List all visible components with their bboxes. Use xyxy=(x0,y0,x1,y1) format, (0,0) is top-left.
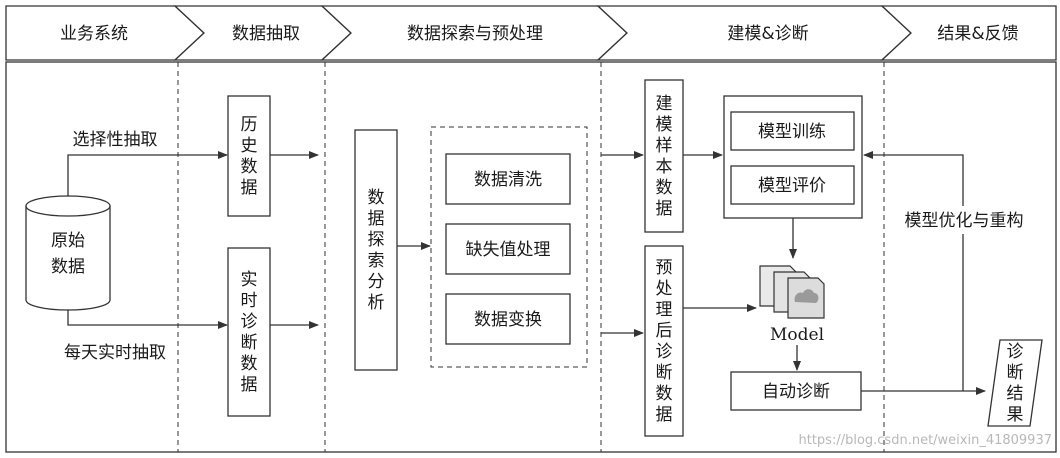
train-box xyxy=(730,111,855,151)
daily-extract-label: 每天实时抽取 xyxy=(64,343,166,363)
diagram-frame xyxy=(5,61,1057,453)
raw-data-label: 原始 xyxy=(51,231,85,251)
preprocessed-data-label: 预处理后诊断数据 xyxy=(656,258,673,425)
stage-label: 数据探索与预处理 xyxy=(407,24,543,44)
select-extract-arrow xyxy=(67,151,228,196)
model-sample-label: 建模样本数据 xyxy=(656,94,673,219)
step-box xyxy=(445,223,571,275)
feedback-label: 模型优化与重构 xyxy=(905,211,1024,231)
feedback-label-bg xyxy=(889,206,1041,234)
daily-extract-arrow xyxy=(67,310,228,329)
stage-label: 数据抽取 xyxy=(232,24,300,44)
step-label: 缺失值处理 xyxy=(466,240,551,260)
model-icon xyxy=(759,265,825,319)
step-label: 数据变换 xyxy=(474,310,542,330)
stage-header: 业务系统 数据抽取 数据探索与预处理 建模&诊断 结果&反馈 xyxy=(5,5,1057,61)
diagnosis-result-label: 诊断结果 xyxy=(1007,342,1024,425)
evaluate-box xyxy=(730,165,855,205)
step-box xyxy=(445,293,571,345)
feedback-loop-arrow xyxy=(863,151,964,391)
train-label: 模型训练 xyxy=(758,122,826,142)
realtime-data-label: 实时诊断数据 xyxy=(241,270,258,395)
model-label: Model xyxy=(770,325,824,345)
realtime-data-box xyxy=(227,247,271,417)
stage-label: 建模&诊断 xyxy=(727,24,808,44)
select-extract-label: 选择性抽取 xyxy=(73,130,158,150)
auto-diagnosis-label: 自动诊断 xyxy=(762,382,830,402)
exploration-analysis-box xyxy=(354,129,398,371)
step-label: 数据清洗 xyxy=(474,170,542,190)
step-box xyxy=(445,153,571,205)
stage-banner-5 xyxy=(880,5,1057,61)
evaluate-label: 模型评价 xyxy=(758,176,826,196)
preprocessed-data-box xyxy=(644,245,684,437)
raw-data-label: 数据 xyxy=(51,257,85,277)
stage-label: 结果&反馈 xyxy=(937,24,1018,44)
history-data-label: 历史数据 xyxy=(241,115,258,198)
exploration-analysis-label: 数据探索分析 xyxy=(368,188,385,313)
history-data-box xyxy=(227,95,271,217)
watermark-text: https://blog.csdn.net/weixin_41809937 xyxy=(798,433,1052,448)
raw-data-cylinder: 原始 数据 xyxy=(25,195,111,311)
stage-label: 业务系统 xyxy=(60,24,128,44)
diagnosis-result-box xyxy=(987,339,1043,427)
model-sample-box xyxy=(644,79,684,233)
